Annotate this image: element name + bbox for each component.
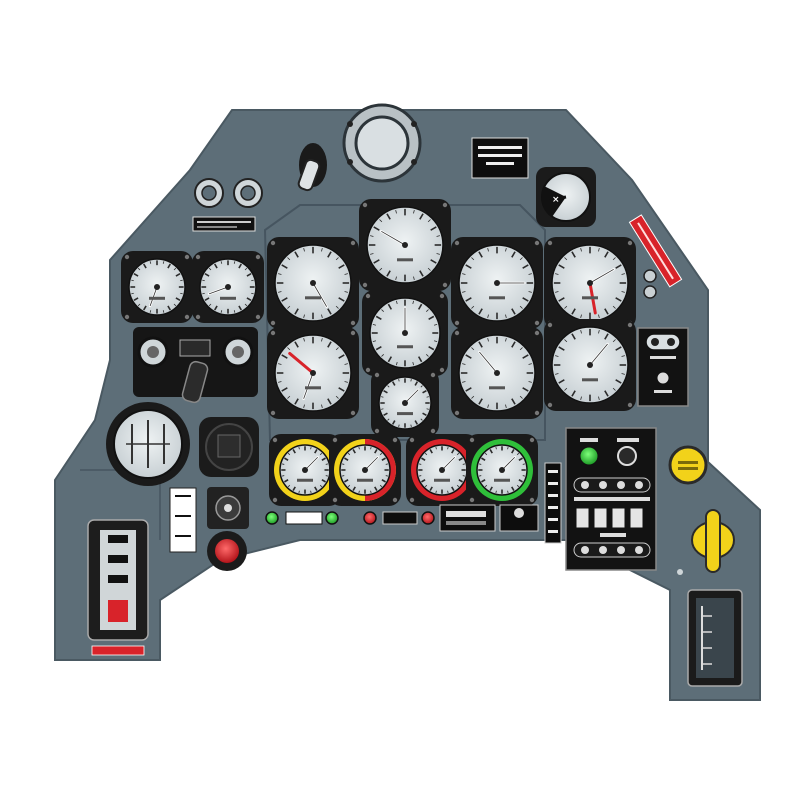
bottom-right-scale: [687, 589, 743, 687]
fuel-pressure-icon: [434, 478, 450, 482]
twin-rings: [194, 178, 263, 208]
right-scale-strip: [544, 462, 562, 544]
boost-icon: [305, 386, 321, 390]
vertical-speed-gauge: [362, 290, 448, 376]
clock-gauge: [121, 251, 193, 323]
left-large-gauge: [106, 402, 190, 486]
oil-pressure-icon: [357, 478, 373, 482]
small-center-icon: [397, 412, 413, 416]
coolant-temp-gauge: [269, 434, 341, 506]
rpm-icon: [489, 386, 505, 390]
compass-icon: [582, 296, 598, 300]
turn-bank-gauge: [192, 251, 264, 323]
top-fitting: [342, 103, 422, 183]
airspeed-gauge: [267, 237, 359, 329]
trim-indicator: [87, 519, 149, 656]
fuel-contents-gauge: [199, 417, 259, 477]
small-center-gauge: [371, 369, 439, 437]
gauges-layer: [121, 199, 636, 506]
oil-temp-gauge: [544, 319, 636, 411]
circuit-switch-box[interactable]: [565, 427, 657, 571]
warning-strip: [628, 214, 683, 288]
artificial-horizon-gauge: [359, 199, 451, 291]
red-push-button[interactable]: [207, 531, 247, 571]
toggle-lever[interactable]: [297, 143, 327, 192]
yellow-knob-upper[interactable]: [668, 445, 708, 485]
fuel-pressure-gauge: [406, 434, 478, 506]
bottom-indicator-strip: [265, 504, 539, 532]
horizon-icon: [397, 258, 413, 262]
svg-text:×: ×: [552, 195, 560, 205]
radiator-temp-gauge: [466, 434, 538, 506]
altimeter-icon: [489, 296, 505, 300]
turn-bank-icon: [220, 296, 236, 300]
boost-gauge: [267, 327, 359, 419]
vsi-icon: [397, 345, 413, 349]
airspeed-icon: [305, 296, 321, 300]
oil-temp-icon: [582, 378, 598, 382]
rpm-gauge: [451, 327, 543, 419]
selector-knob[interactable]: [207, 487, 249, 529]
top-right-placard: [471, 137, 529, 179]
left-nameplate: [192, 216, 256, 232]
center-subpanel: [263, 204, 546, 441]
panel-screw: [677, 569, 683, 575]
yellow-knob-lower[interactable]: [691, 509, 735, 573]
right-lamps: [643, 269, 657, 299]
altimeter-gauge: [451, 237, 543, 329]
compass-gauge: [544, 237, 636, 329]
radiator-temp-icon: [494, 478, 510, 482]
magneto-switch-panel[interactable]: [637, 327, 689, 407]
oil-pressure-gauge: [329, 434, 401, 506]
clock-icon: [149, 296, 165, 300]
left-vertical-placard: [169, 487, 197, 553]
coolant-icon: [297, 478, 313, 482]
top-right-gauge: ×: [536, 167, 596, 227]
starter-box[interactable]: [133, 327, 258, 404]
